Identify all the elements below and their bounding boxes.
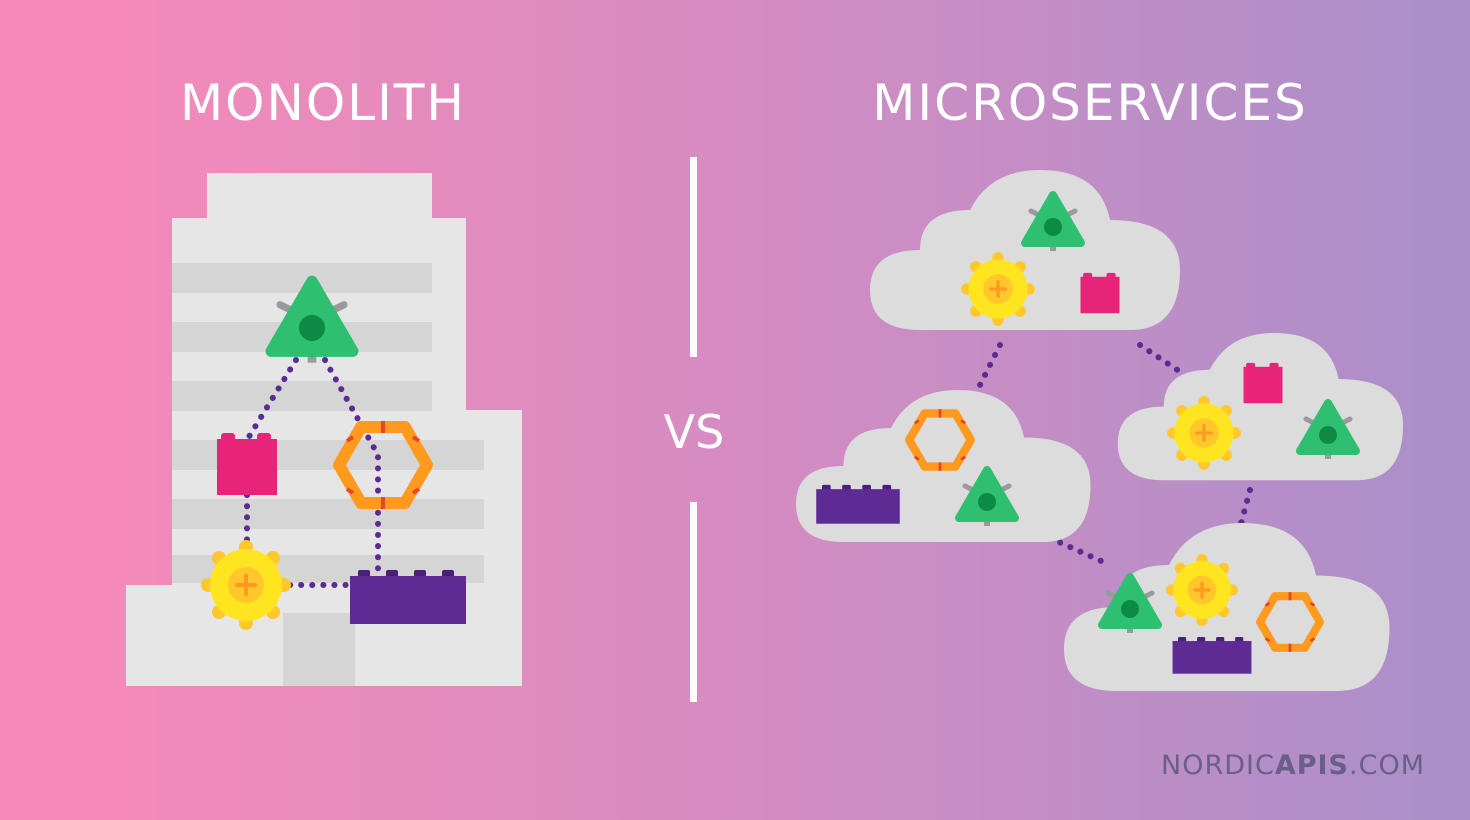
divider-bottom [690, 502, 697, 702]
brand-prefix: NORDIC [1161, 750, 1275, 781]
cloud-bottom-gear-icon [1166, 554, 1238, 626]
cloud-left-purple-brick-icon [816, 485, 900, 524]
divider-top [690, 157, 697, 357]
cloud-bottom-purple-brick-icon [1173, 637, 1252, 674]
monolith-title: MONOLITH [180, 74, 466, 132]
brand-suffix: .COM [1349, 750, 1425, 781]
cloud-top-gear-icon [961, 252, 1035, 326]
brand-bold: APIS [1275, 750, 1349, 781]
monolith-pink-brick-icon [217, 433, 277, 495]
cloud-right-pink-brick-icon [1244, 363, 1283, 403]
cloud-top-pink-brick-icon [1081, 273, 1120, 313]
vs-label: VS [664, 405, 725, 459]
cloud-right-gear-icon [1167, 396, 1241, 470]
monolith-purple-brick-icon [350, 570, 466, 624]
brand-label: NORDICAPIS.COM [1161, 750, 1425, 781]
monolith-gear-icon [201, 540, 291, 630]
microservices-title: MICROSERVICES [872, 74, 1307, 132]
